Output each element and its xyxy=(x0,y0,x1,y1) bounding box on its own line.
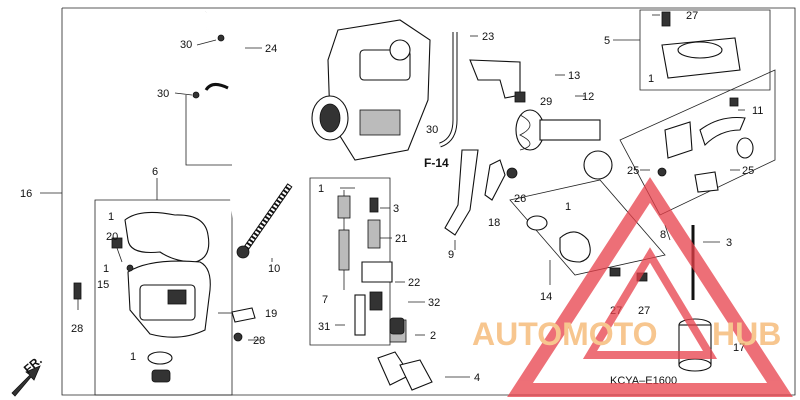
watermark-logo: AUTOMOTO HUB xyxy=(472,177,793,397)
label-1-cap: 1 xyxy=(648,73,654,85)
diagram-frame xyxy=(61,7,796,396)
linkage-part xyxy=(657,97,754,193)
label-1-oring: 1 xyxy=(130,351,136,363)
washer-part xyxy=(126,264,134,272)
label-1-throttle: 1 xyxy=(565,201,571,213)
clip-30-mid xyxy=(192,91,200,99)
leader-30 xyxy=(185,95,232,166)
label-8: 8 xyxy=(660,229,666,241)
label-21: 21 xyxy=(395,233,407,245)
float-bowl-part xyxy=(127,260,211,383)
label-1-gasket: 1 xyxy=(108,211,114,223)
screw-26-part xyxy=(506,167,518,179)
needle-box xyxy=(309,177,391,346)
label-6: 6 xyxy=(152,166,158,178)
front-arrow-icon xyxy=(11,365,41,397)
watermark-auto: AUTOMOTO xyxy=(472,316,657,352)
label-front: FR. xyxy=(21,353,45,376)
label-3-right: 3 xyxy=(726,237,732,249)
label-29: 29 xyxy=(540,96,552,108)
label-17: 17 xyxy=(733,342,745,354)
label-4: 4 xyxy=(474,372,480,384)
label-9: 9 xyxy=(448,249,454,261)
label-26: 26 xyxy=(514,193,526,205)
gasket-part xyxy=(124,211,210,263)
carburetor-body-part xyxy=(311,19,431,161)
drain-screw-28-part xyxy=(73,282,82,310)
label-31: 31 xyxy=(318,321,330,333)
label-1-washer: 1 xyxy=(103,263,109,275)
bracket-19-part xyxy=(231,307,256,342)
label-15: 15 xyxy=(97,279,109,291)
label-30-mid: 30 xyxy=(157,88,169,100)
throttle-plate-part xyxy=(526,215,648,282)
top-cap-part xyxy=(661,11,741,79)
label-32: 32 xyxy=(428,297,440,309)
label-27-top: 27 xyxy=(686,10,698,22)
label-3-left: 3 xyxy=(393,203,399,215)
leader-lines xyxy=(40,14,745,378)
throttle-stop-screw-part xyxy=(236,183,293,259)
label-13: 13 xyxy=(568,70,580,82)
label-27-b: 27 xyxy=(638,305,650,317)
cap-box xyxy=(639,9,771,91)
throttle-drum-12-part xyxy=(515,109,613,180)
label-20: 20 xyxy=(106,231,118,243)
label-22: 22 xyxy=(408,277,420,289)
label-f14: F-14 xyxy=(424,156,449,170)
tube-30-part xyxy=(204,83,229,91)
screw-29-part xyxy=(514,91,526,103)
float-chamber-box xyxy=(94,199,233,396)
label-11: 11 xyxy=(752,105,763,117)
watermark-triangle xyxy=(507,177,793,397)
label-5: 5 xyxy=(604,35,610,47)
label-24: 24 xyxy=(265,43,277,55)
label-23: 23 xyxy=(482,31,494,43)
screw-20-part xyxy=(111,237,123,263)
label-16: 16 xyxy=(20,188,32,200)
label-30-carb: 30 xyxy=(426,124,438,136)
label-10: 10 xyxy=(268,263,280,275)
label-18: 18 xyxy=(488,217,500,229)
lever-18-part xyxy=(484,159,506,201)
bracket-13-part xyxy=(469,59,521,99)
jet-needle-part xyxy=(337,190,366,336)
label-28-right: 28 xyxy=(253,335,265,347)
watermark-hub: HUB xyxy=(712,316,781,352)
label-28-left: 28 xyxy=(71,323,83,335)
label-14: 14 xyxy=(540,291,552,303)
throttle-box xyxy=(509,179,666,276)
tube-24-part xyxy=(203,11,235,230)
jet-4-part xyxy=(377,351,433,391)
label-7: 7 xyxy=(322,294,328,306)
lever-9-part xyxy=(444,149,479,236)
label-12: 12 xyxy=(582,91,594,103)
clip-30-top xyxy=(217,34,225,42)
label-19: 19 xyxy=(265,308,277,320)
jet-2-part xyxy=(389,317,405,335)
label-1-needle: 1 xyxy=(318,183,324,195)
label-2: 2 xyxy=(430,330,436,342)
label-30-top: 30 xyxy=(180,39,192,51)
label-25-right: 25 xyxy=(742,165,754,177)
label-25-left: 25 xyxy=(627,165,639,177)
